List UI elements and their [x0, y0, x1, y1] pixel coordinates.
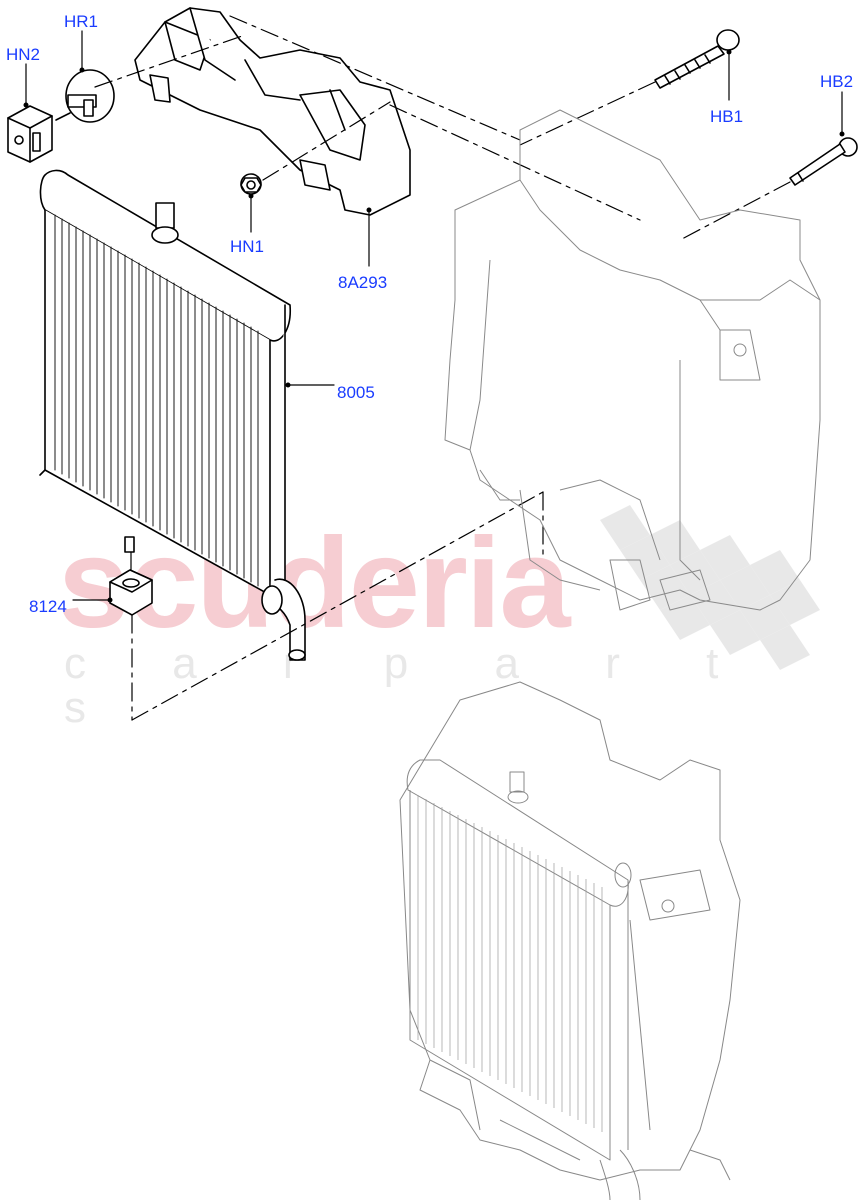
fan-shroud-upper	[444, 109, 821, 611]
radiator-8005	[39, 169, 306, 661]
callout-hb2[interactable]: HB2	[820, 72, 854, 91]
assembled-radiator-view	[399, 681, 741, 1200]
callout-hn2[interactable]: HN2	[6, 45, 41, 64]
callout-hr1[interactable]: HR1	[64, 12, 99, 31]
nut-hn2	[7, 105, 53, 163]
callout-8a293[interactable]: 8A293	[338, 273, 388, 292]
radiator-fins	[54, 214, 259, 587]
callout-8005[interactable]: 8005	[337, 383, 375, 402]
callout-hn1[interactable]: HN1	[230, 237, 265, 256]
leader-lines	[25, 30, 843, 601]
assembled-radiator-fins	[417, 795, 603, 1132]
upper-bracket-8a293	[134, 7, 411, 216]
watermark-carparts: c a r p a r t s	[64, 639, 756, 732]
bolt-hb2	[789, 137, 858, 186]
retainer-hr1	[65, 69, 115, 123]
insulator-8124	[109, 569, 153, 616]
leader-dots	[23, 49, 845, 603]
nut-hn1	[240, 173, 262, 195]
callout-hb1[interactable]: HB1	[710, 107, 744, 126]
bolt-hb1	[654, 29, 740, 89]
assembly-lines	[94, 15, 791, 721]
callout-8124[interactable]: 8124	[29, 597, 67, 616]
checkered-flag-watermark	[600, 505, 820, 670]
